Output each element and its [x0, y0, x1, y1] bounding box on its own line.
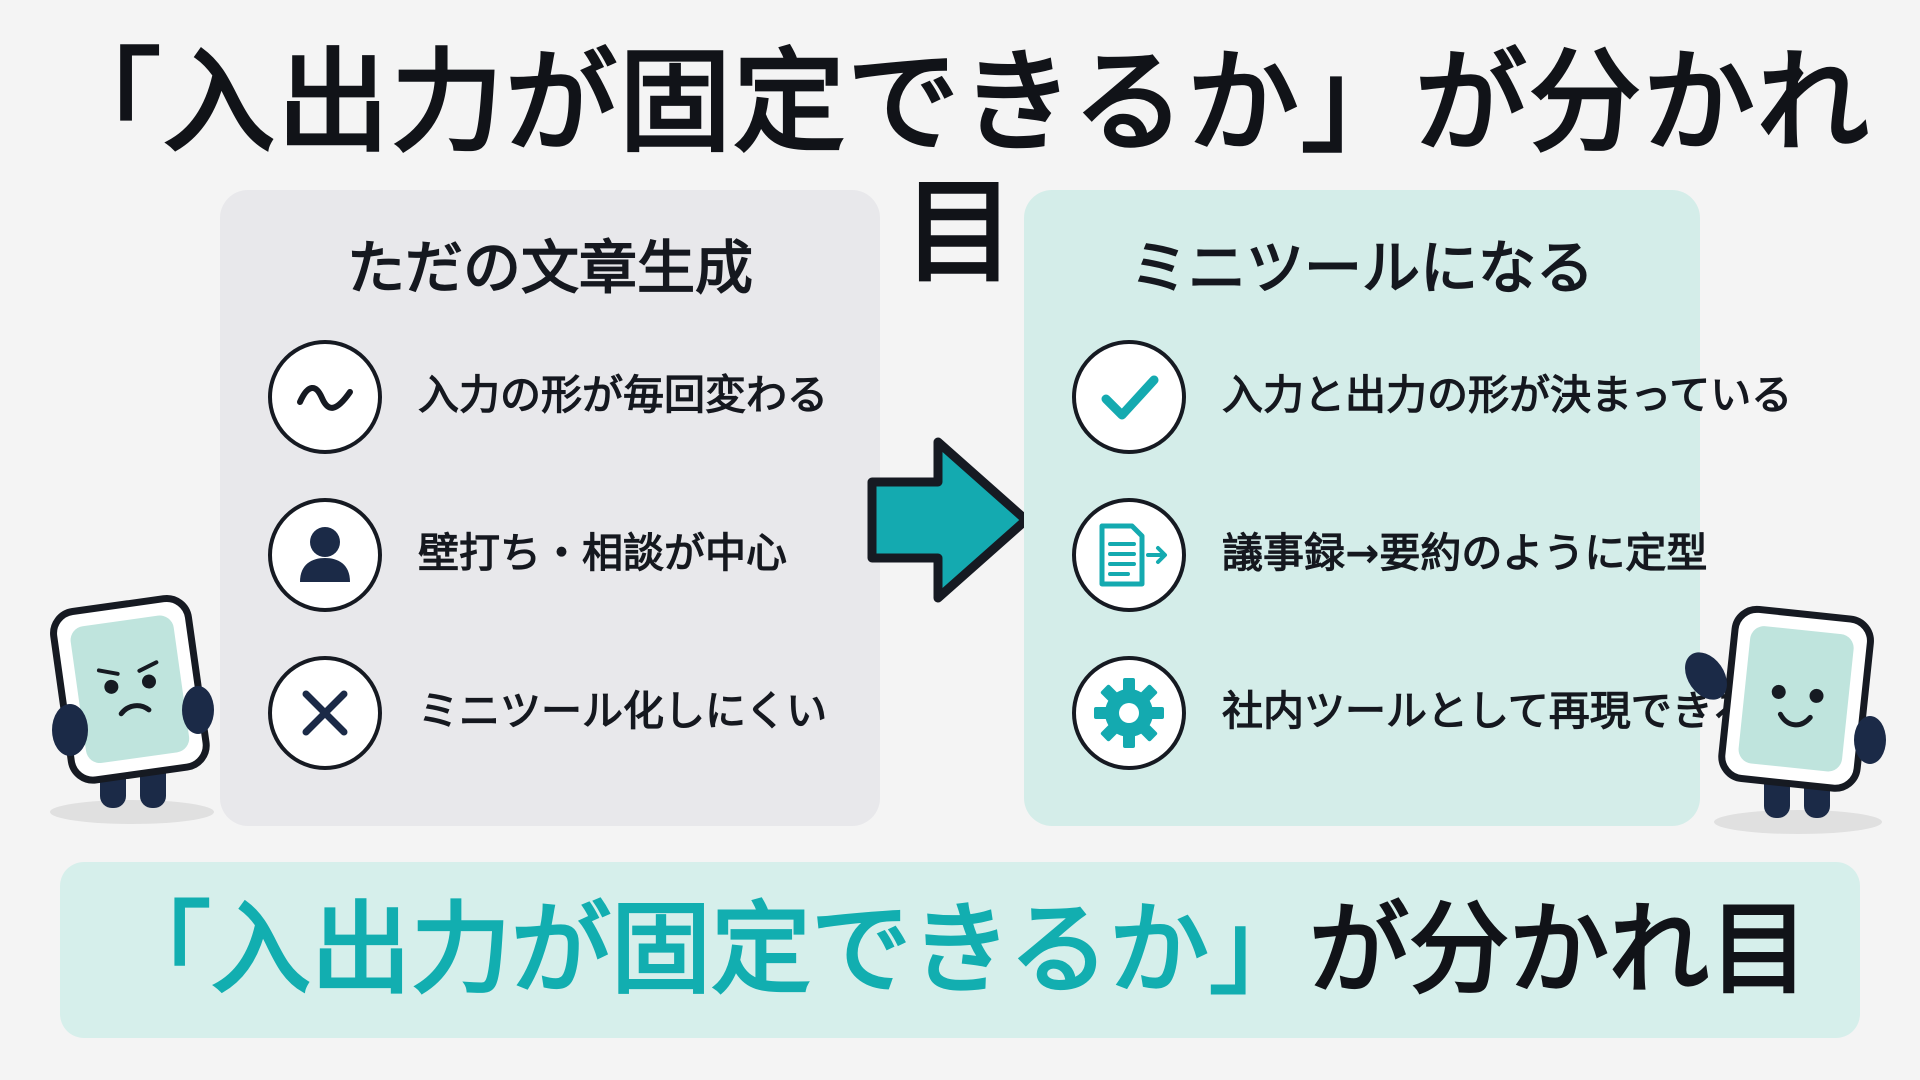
- gear-icon: [1072, 656, 1186, 770]
- left-panel: ただの文章生成 入力の形が毎回変わる 壁打ち・相談が中心 ミニツール化しにくい: [220, 190, 880, 826]
- right-panel-heading: ミニツールになる: [1129, 234, 1594, 302]
- left-item-3: ミニツール化しにくい: [268, 656, 868, 776]
- check-icon: [1072, 340, 1186, 454]
- right-item-1-text: 入力と出力の形が決まっている: [1222, 371, 1793, 419]
- right-item-2: 議事録→要約のように定型: [1072, 498, 1707, 618]
- right-item-3: 社内ツールとして再現できる: [1072, 656, 1753, 776]
- bottom-message-rest: が分かれ目: [1309, 891, 1809, 1008]
- right-arrow-icon: [867, 437, 1031, 603]
- left-item-1: 入力の形が毎回変わる: [268, 340, 868, 460]
- right-item-1: 入力と出力の形が決まっている: [1072, 340, 1792, 460]
- document-arrow-icon: [1072, 498, 1186, 612]
- person-icon: [268, 498, 382, 612]
- left-panel-heading: ただの文章生成: [346, 234, 753, 302]
- left-item-2-text: 壁打ち・相談が中心: [418, 529, 787, 577]
- main-title: 「入出力が固定できるか」が分かれ目: [49, 38, 1871, 298]
- bottom-banner: 「入出力が固定できるか」が分かれ目: [60, 862, 1860, 1038]
- bottom-message: 「入出力が固定できるか」が分かれ目: [60, 862, 1860, 1038]
- left-item-2: 壁打ち・相談が中心: [268, 498, 868, 618]
- bottom-message-accent: 「入出力が固定できるか」: [111, 891, 1309, 1008]
- x-icon: [268, 656, 382, 770]
- left-item-1-text: 入力の形が毎回変わる: [418, 371, 828, 419]
- wave-icon: [268, 340, 382, 454]
- right-panel: ミニツールになる 入力と出力の形が決まっている 議事録→要約のように定型: [1024, 190, 1792, 826]
- worried-mascot-icon: [50, 594, 214, 824]
- left-item-3-text: ミニツール化しにくい: [418, 687, 828, 735]
- right-item-2-text: 議事録→要約のように定型: [1222, 529, 1708, 577]
- happy-mascot-icon: [1685, 605, 1886, 834]
- right-item-3-text: 社内ツールとして再現できる: [1222, 687, 1753, 735]
